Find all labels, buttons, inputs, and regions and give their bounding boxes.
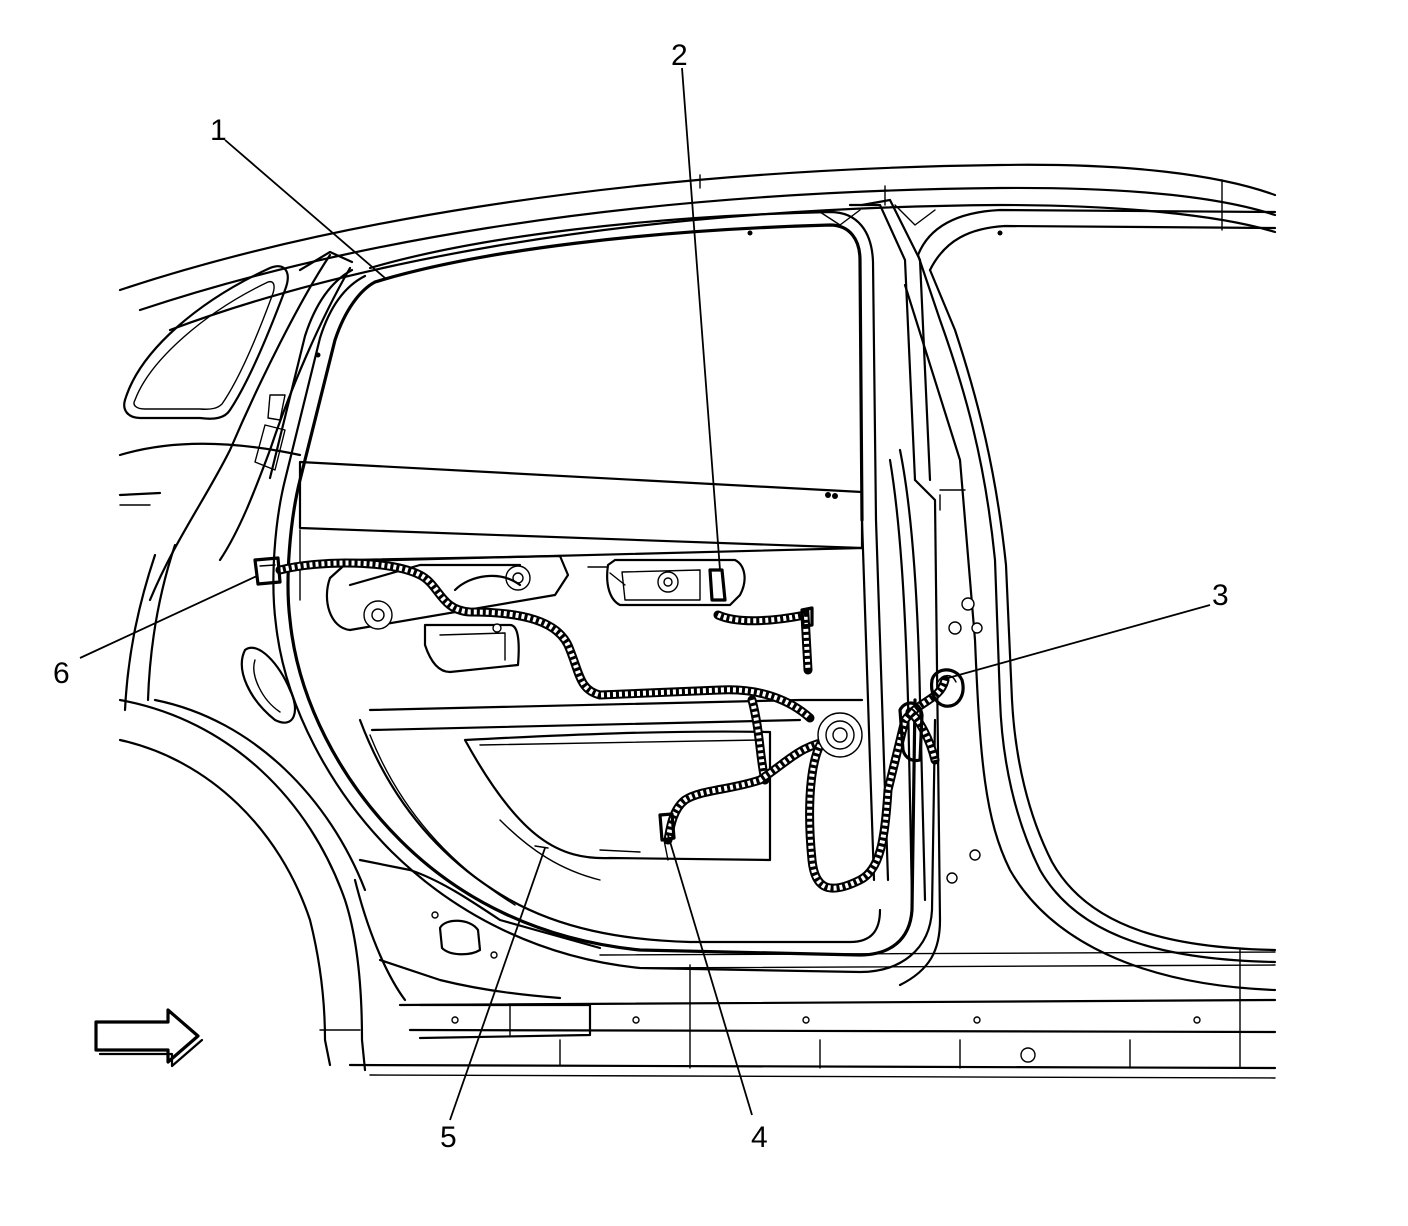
callout-5: 5 (440, 1121, 457, 1154)
c-pillar (123, 250, 354, 712)
right-arrow-icon (94, 1008, 204, 1068)
wiring-harness (275, 558, 965, 893)
rear-wheel-arch (118, 646, 367, 1072)
leader-2 (681, 67, 721, 571)
door-opening-frame (268, 198, 942, 987)
front-door-opening (315, 208, 1277, 992)
callout-labels: 1 2 3 4 5 6 (53, 39, 1229, 1154)
connectors (253, 556, 814, 861)
callout-2: 2 (671, 39, 688, 72)
inner-door-panel (298, 460, 864, 881)
leader-5 (449, 847, 546, 1121)
callout-3: 3 (1212, 579, 1229, 612)
leader-3 (947, 604, 1211, 679)
leader-lines (79, 67, 1211, 1121)
door-handle-module (587, 558, 746, 607)
callout-1: 1 (210, 114, 227, 147)
leader-4 (667, 834, 753, 1116)
window-regulator (325, 554, 570, 674)
rocker-panel (348, 858, 1277, 1079)
leader-1 (224, 139, 386, 279)
quarter-window (118, 265, 302, 506)
callout-4: 4 (751, 1121, 768, 1154)
roof-rail (118, 163, 1277, 332)
leader-6 (79, 575, 258, 659)
callout-6: 6 (53, 657, 70, 690)
